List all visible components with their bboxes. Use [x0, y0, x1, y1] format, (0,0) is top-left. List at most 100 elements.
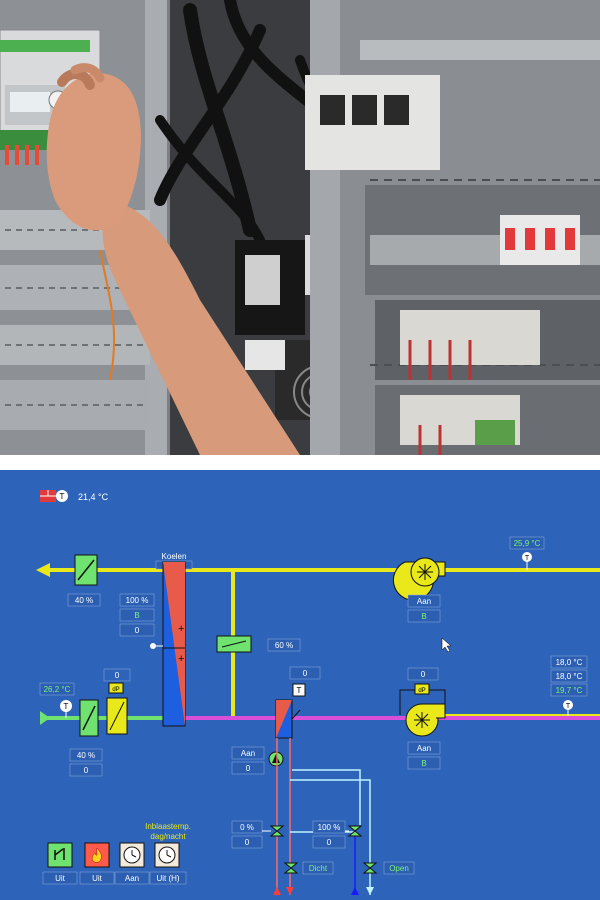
mode-label-box-3	[114, 871, 150, 885]
supply-temp-right-sensor-icon: T	[563, 700, 573, 716]
valve-cool-zero: 0	[327, 838, 332, 847]
valve-heat-zero: 0	[245, 838, 250, 847]
mode-label-1: Uit	[55, 874, 66, 883]
mode-label-box-4	[149, 871, 187, 885]
technician-arm	[46, 63, 300, 455]
pump-status-box	[231, 746, 265, 760]
terminal-blocks	[400, 310, 540, 455]
mode-button-fire[interactable]	[84, 842, 110, 868]
recovery-values: 100 % B 0	[119, 593, 155, 637]
open-label: Open	[389, 864, 409, 873]
supply-dp-box	[407, 667, 439, 681]
mode-label-4: Uit (H)	[156, 874, 179, 883]
svg-text:+: +	[178, 653, 184, 665]
pump-status: Aan	[241, 749, 255, 758]
supply-temp-sensor-icon: T	[292, 683, 306, 697]
pump-value-box	[231, 761, 265, 775]
exhaust-fan-mode-box	[407, 609, 441, 623]
cabinet-photo	[0, 0, 600, 455]
supply-fan[interactable]	[405, 703, 446, 737]
fire-icon	[91, 847, 102, 863]
mode-button-clock-night[interactable]	[154, 842, 180, 868]
exhaust-damper-pct-box	[67, 593, 101, 607]
supply-temp-1: 18,0 °C	[556, 658, 583, 667]
mode-button-hand[interactable]	[47, 842, 73, 868]
recovery-mode: B	[134, 611, 139, 620]
outdoor-temp-sensor-icon: T	[60, 700, 72, 718]
heater-value: 0	[303, 669, 308, 678]
intake-zero: 0	[84, 766, 89, 775]
cooling-valve[interactable]	[345, 825, 363, 837]
valve-heat-pct: 0 %	[240, 823, 254, 832]
svg-text:T: T	[297, 686, 302, 695]
heating-valve[interactable]	[262, 825, 285, 837]
exhaust-temp-box	[509, 536, 545, 550]
open-valve[interactable]	[362, 862, 378, 874]
dicht-label-box	[302, 861, 334, 875]
dicht-label: Dicht	[309, 864, 328, 873]
exhaust-damper[interactable]	[74, 554, 98, 586]
mode-label-box-2	[79, 871, 115, 885]
exhaust-fan-status-box	[407, 594, 441, 608]
heater-value-box	[289, 666, 321, 680]
mode-label-2: Uit	[92, 874, 103, 883]
valve-heat-zero-box	[231, 835, 263, 849]
svg-text:T: T	[525, 555, 530, 562]
valve-cool-pct: 100 %	[318, 823, 341, 832]
heating-coil[interactable]	[275, 699, 301, 739]
mode-label-3: Aan	[125, 874, 139, 883]
bypass-pct: 60 %	[275, 641, 293, 650]
svg-text:+: +	[178, 623, 184, 635]
heat-exchanger[interactable]: + +	[162, 561, 186, 727]
supply-dp: 0	[421, 670, 426, 679]
open-label-box	[383, 861, 415, 875]
clock-icon	[123, 846, 141, 864]
white-connector-block	[305, 75, 440, 170]
dp-left-box	[103, 668, 131, 682]
bypass-damper[interactable]	[216, 635, 252, 653]
svg-text:T: T	[60, 492, 65, 501]
supply-temp-2: 18,0 °C	[556, 672, 583, 681]
exhaust-damper-pct: 40 %	[75, 596, 93, 605]
dp-left-value: 0	[115, 671, 120, 680]
supply-temp-3: 19,7 °C	[556, 686, 583, 695]
mode-button-clock-day[interactable]	[119, 842, 145, 868]
image-gap	[0, 455, 600, 470]
exhaust-temp-sensor-icon: T	[522, 552, 532, 570]
pump-value: 0	[246, 764, 251, 773]
supply-temps: 18,0 °C 18,0 °C 19,7 °C	[550, 655, 588, 697]
outdoor-temp: 26,2 °C	[44, 685, 71, 694]
mouse-cursor-icon	[441, 637, 452, 653]
intake-damper[interactable]	[79, 699, 99, 737]
building-icon	[40, 490, 56, 502]
intake-zero-box	[69, 763, 103, 777]
supply-fan-mode-box	[407, 756, 441, 770]
koelen-label: Koelen	[162, 552, 187, 561]
recovery-zero: 0	[135, 626, 140, 635]
intake-pct-box	[69, 748, 103, 762]
supply-fan-mode: B	[421, 759, 426, 768]
valve-heat-pct-box	[231, 820, 263, 834]
clock-icon	[158, 846, 176, 864]
svg-text:T: T	[566, 703, 571, 710]
svg-text:dP: dP	[418, 688, 425, 694]
dp-left-icon: dP	[108, 682, 124, 694]
dicht-valve[interactable]	[283, 862, 299, 874]
hand-switch-icon	[54, 848, 65, 860]
recovery-pct: 100 %	[126, 596, 149, 605]
mode-label-box-1	[42, 871, 78, 885]
svg-text:T: T	[64, 702, 69, 711]
setpoint-label-line2: dag/nacht	[150, 832, 186, 841]
hvac-scada-screen: T 21,4 °C	[0, 470, 600, 900]
valve-cool-zero-box	[312, 835, 346, 849]
pump-icon[interactable]	[268, 751, 284, 767]
exhaust-fan[interactable]	[392, 557, 446, 601]
exhaust-temp: 25,9 °C	[514, 539, 541, 548]
setpoint-label-line1: Inblaastemp.	[145, 822, 191, 831]
room-temp-sensor-icon: T	[56, 490, 68, 502]
intake-filter[interactable]	[106, 697, 128, 735]
power-supply-unit	[235, 235, 335, 335]
hx-sensor-dot	[150, 643, 156, 649]
bypass-pct-box	[267, 638, 301, 652]
